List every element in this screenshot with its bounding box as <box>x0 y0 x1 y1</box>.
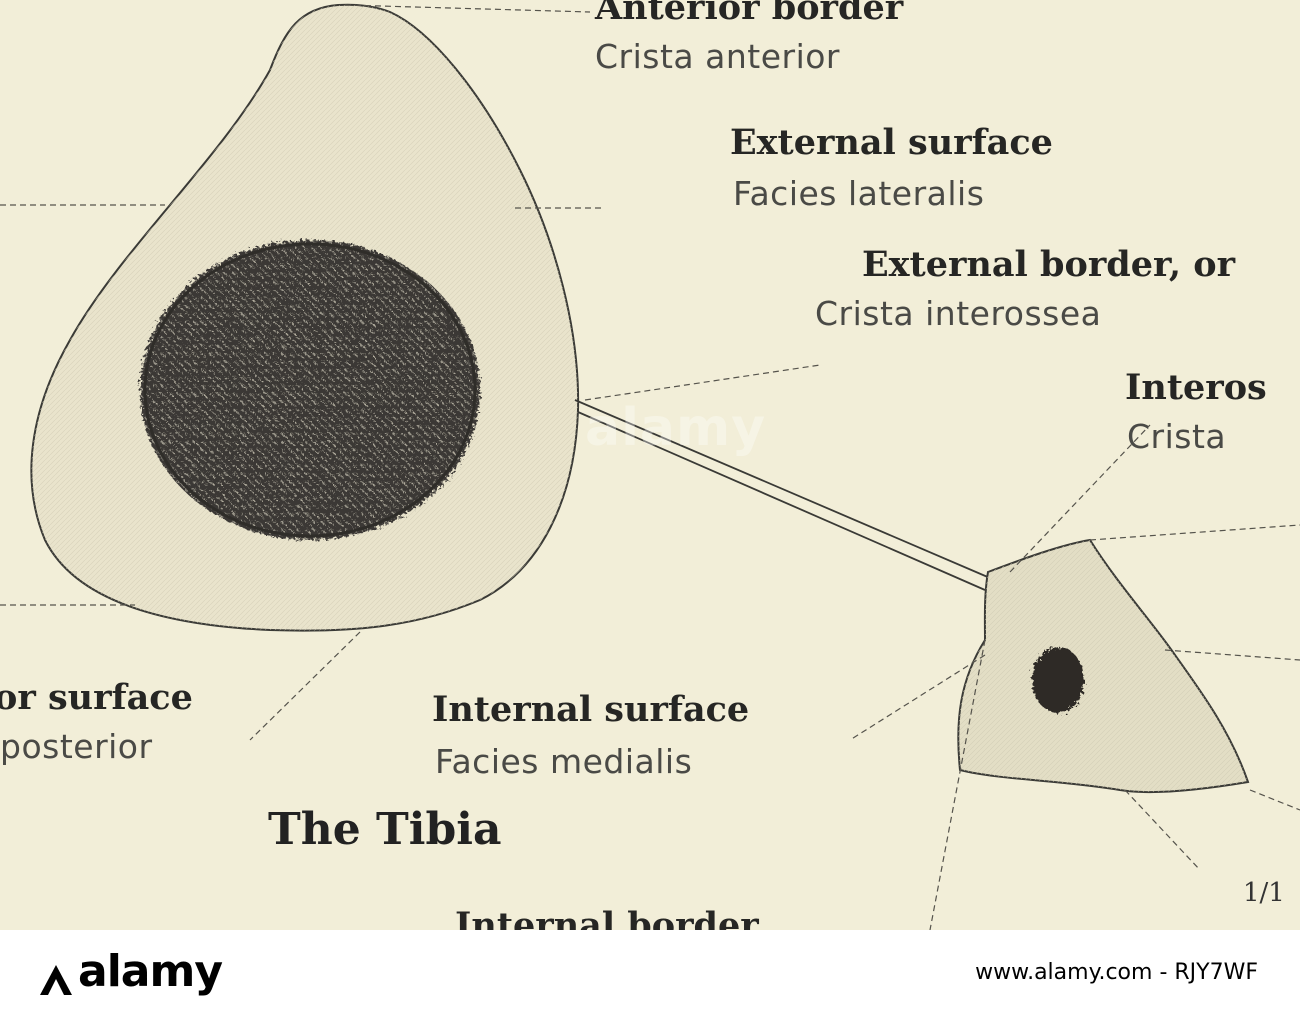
posterior-surface-label: or surface <box>0 677 193 718</box>
external-surface-label: External surface <box>730 122 1053 163</box>
alamy-logo-icon <box>38 957 74 995</box>
facies-posterior-label: posterior <box>0 727 153 766</box>
alamy-logo-text: alamy <box>78 946 223 997</box>
crista-anterior-label: Crista anterior <box>595 37 840 76</box>
crista-fragment-label: Crista <box>1127 417 1227 456</box>
external-border-label: External border, or <box>862 244 1236 285</box>
watermark-text: alamy <box>585 398 767 458</box>
internal-border-label-cut: Internal border <box>455 905 759 930</box>
alamy-logo[interactable]: alamy <box>38 946 223 997</box>
scale-fraction: 1/1 <box>1243 878 1285 908</box>
interosseous-membrane <box>574 399 991 591</box>
crista-interossea-label: Crista interossea <box>815 294 1102 333</box>
stock-image-id: www.alamy.com - RJY7WF <box>975 960 1258 985</box>
fibula-medullary-cavity <box>1032 647 1084 713</box>
internal-surface-label: Internal surface <box>432 689 750 730</box>
leader-lines <box>0 4 1300 930</box>
anatomy-plate: Anterior border Crista anterior External… <box>0 0 1300 930</box>
anterior-border-label: Anterior border <box>595 0 904 28</box>
facies-lateralis-label: Facies lateralis <box>733 174 985 213</box>
figure-title: The Tibia <box>268 804 502 855</box>
tibia-medullary-cavity <box>140 240 480 540</box>
interosseous-label: Interos <box>1125 367 1267 408</box>
stock-footer-bar: alamy www.alamy.com - RJY7WF <box>0 930 1300 1011</box>
tibia-fibula-cross-section-drawing <box>0 3 1300 930</box>
facies-medialis-label: Facies medialis <box>435 742 693 781</box>
